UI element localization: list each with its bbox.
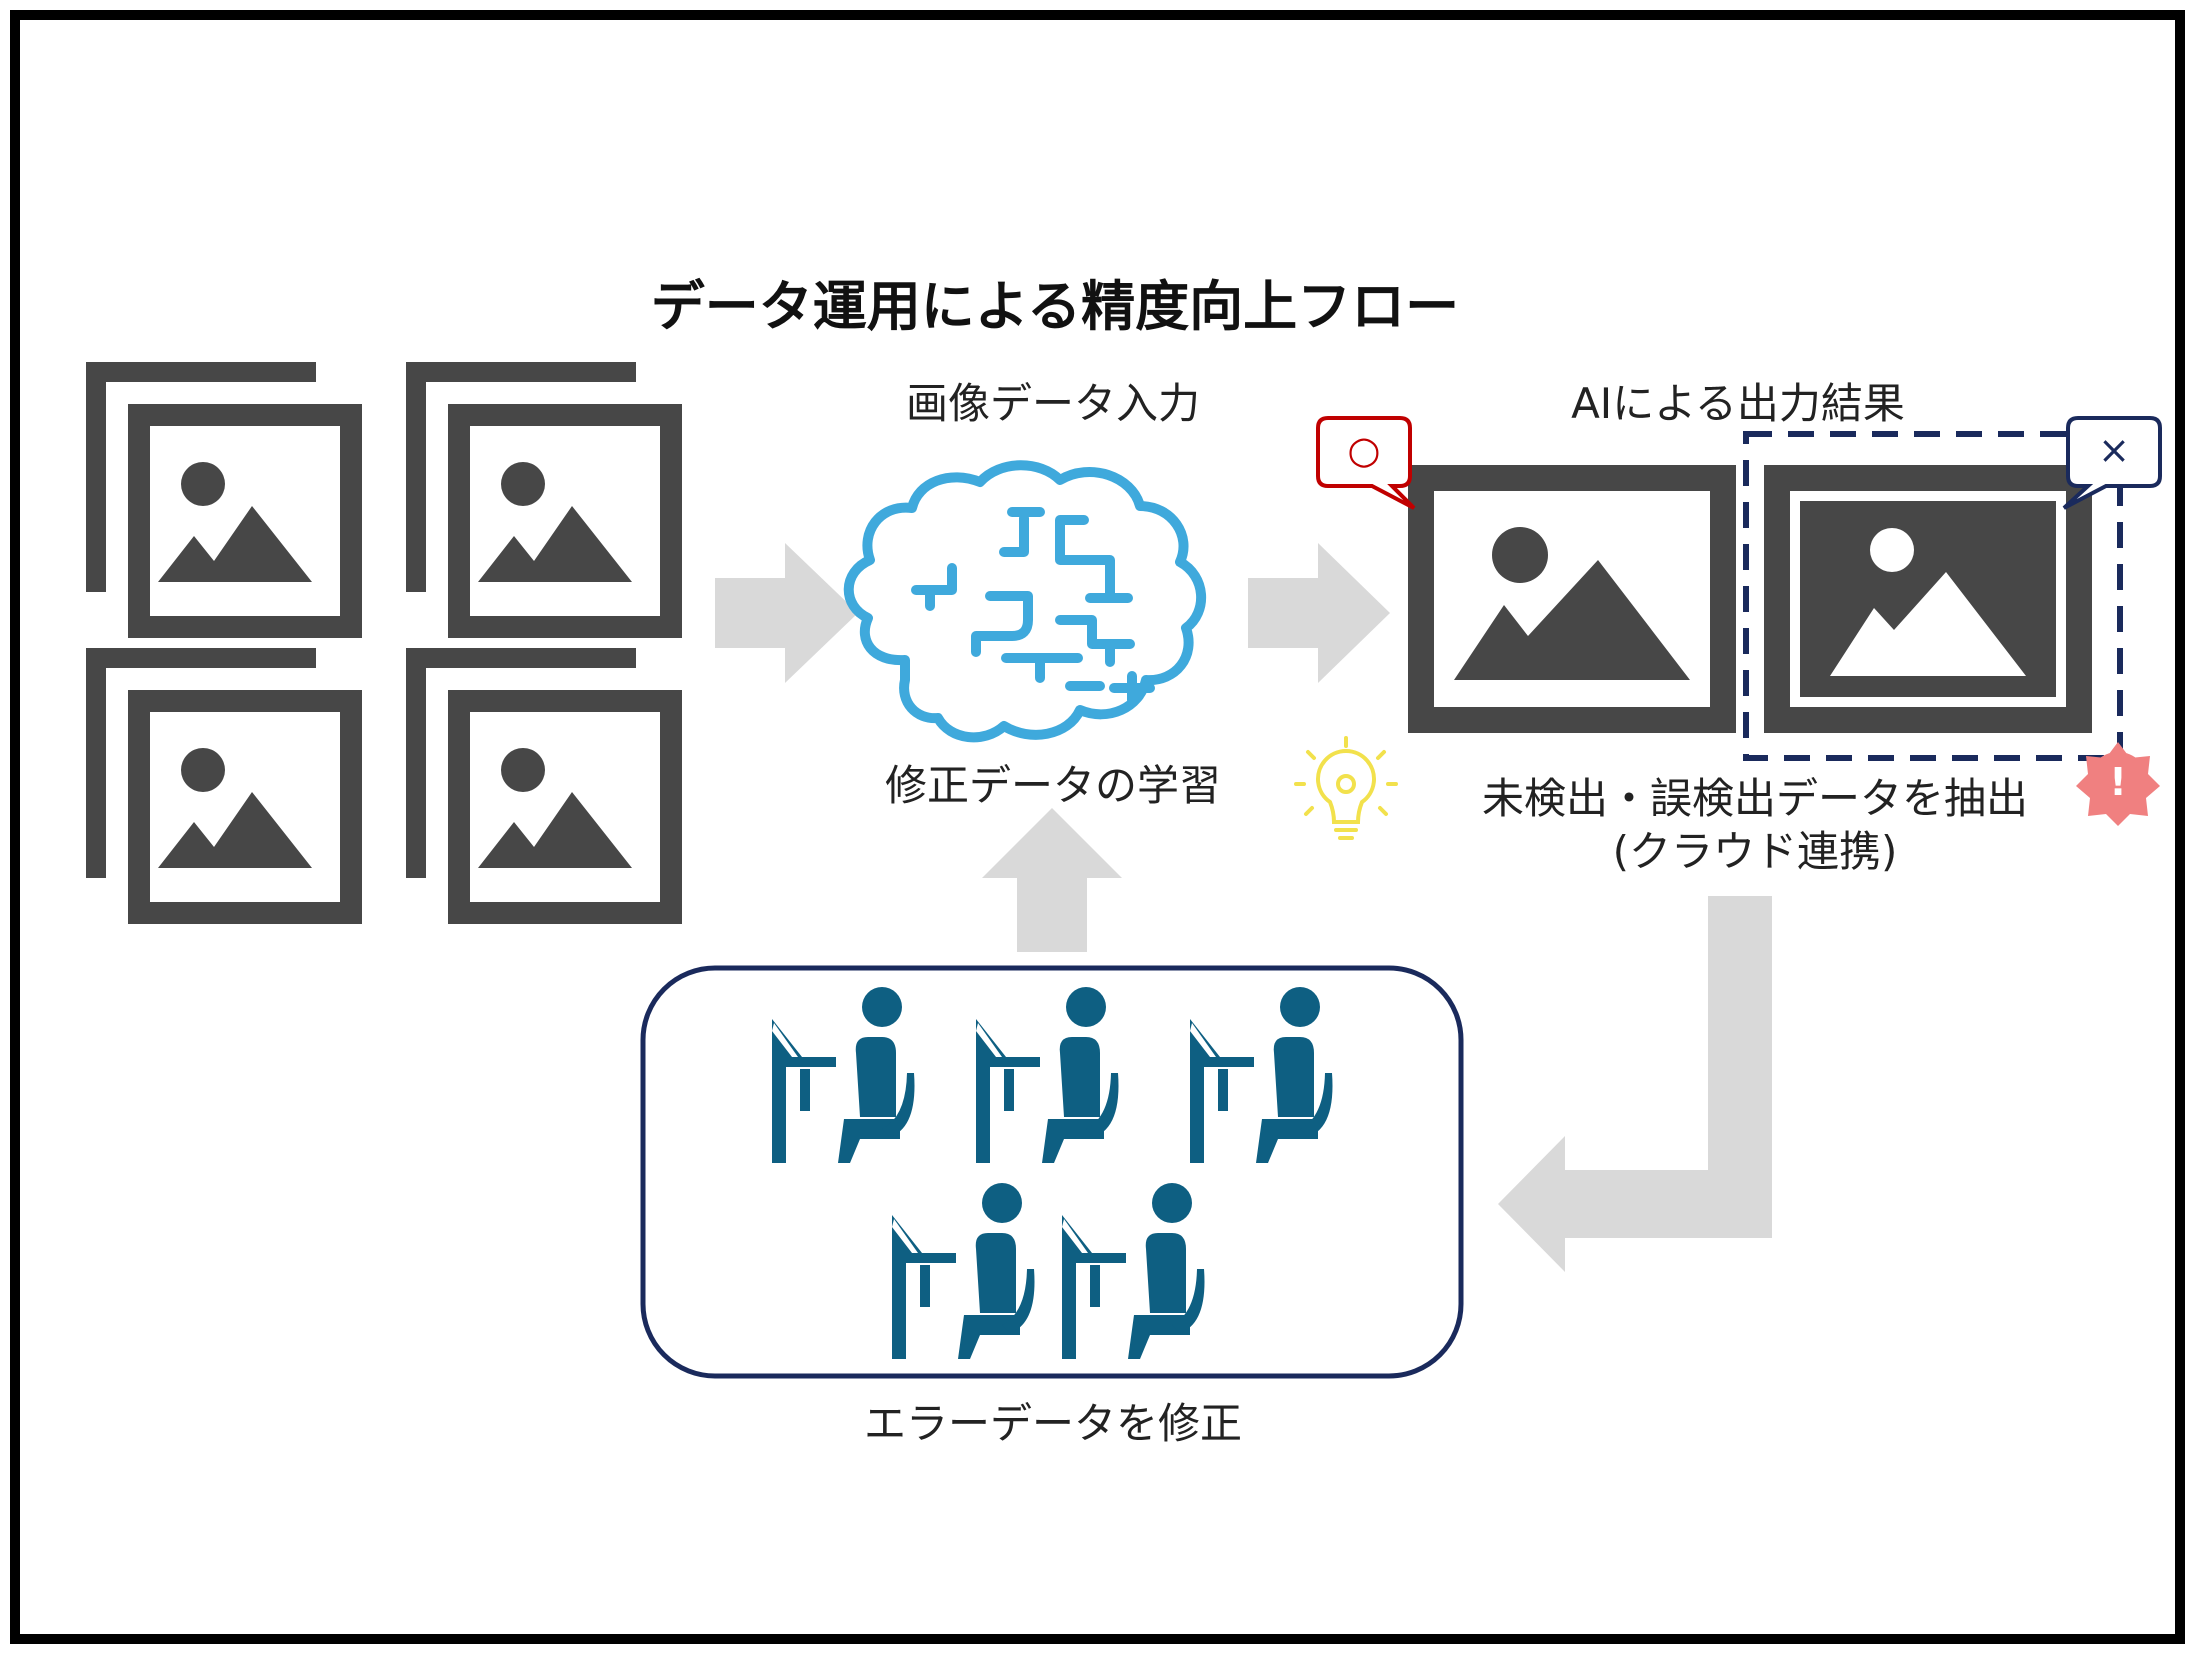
page-title: データ運用による精度向上フロー (650, 275, 1460, 338)
ai-output-label: AIによる出力結果 (1571, 379, 1905, 428)
ai-output-ng-image (1764, 465, 2092, 733)
ai-output-ok-image (1408, 465, 1736, 733)
arrow-right-2 (1248, 543, 1390, 683)
dashed-selection-box (1743, 431, 2123, 761)
extract-label: 未検出・誤検出データを抽出 (1481, 774, 2029, 823)
correct-callout (1316, 416, 1416, 510)
arrow-elbow-left (1498, 896, 1772, 1272)
image-icon (86, 362, 362, 638)
image-input-label: 画像データ入力 (905, 379, 1201, 428)
alert-mark: ! (2109, 760, 2127, 804)
learning-label: 修正データの学習 (884, 761, 1222, 810)
image-icon (406, 362, 682, 638)
image-icon (86, 648, 362, 924)
lightbulb-gear-icon (1294, 736, 1398, 840)
outer-frame (10, 10, 2185, 1644)
arrow-right-1 (715, 543, 858, 683)
wrong-mark: × (2098, 428, 2130, 472)
wrong-callout (2062, 416, 2162, 510)
fix-errors-label: エラーデータを修正 (863, 1399, 1243, 1448)
correct-mark: ○ (1347, 428, 1381, 472)
input-images-group (86, 362, 682, 924)
arrow-up (982, 808, 1122, 952)
cloud-link-label: (クラウド連携) (1612, 827, 1898, 876)
alert-badge-icon (2076, 742, 2160, 826)
error-fix-team-box (640, 965, 1464, 1379)
brain-circuit-icon (843, 460, 1206, 743)
image-icon (406, 648, 682, 924)
